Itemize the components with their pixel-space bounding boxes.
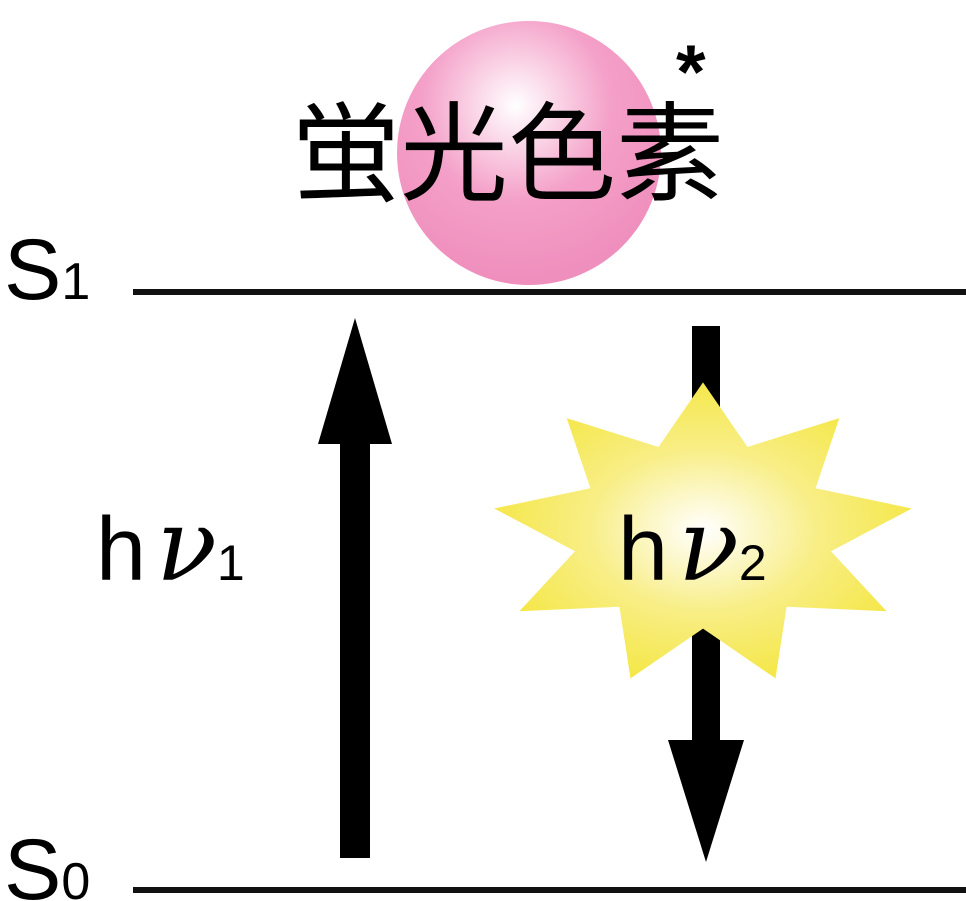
s1-level-label: S1 — [4, 222, 90, 318]
emission-arrow-head — [668, 740, 744, 862]
s0-level-label: S0 — [4, 822, 90, 901]
excited-state-asterisk: * — [676, 30, 706, 115]
absorption-arrow-shaft — [340, 440, 370, 858]
absorption-arrow-head — [318, 318, 392, 444]
emitted-light-burst — [494, 382, 912, 679]
excited-molecule-sphere — [397, 21, 661, 285]
fluorescent-dye-label: 蛍光色素 — [292, 93, 724, 218]
